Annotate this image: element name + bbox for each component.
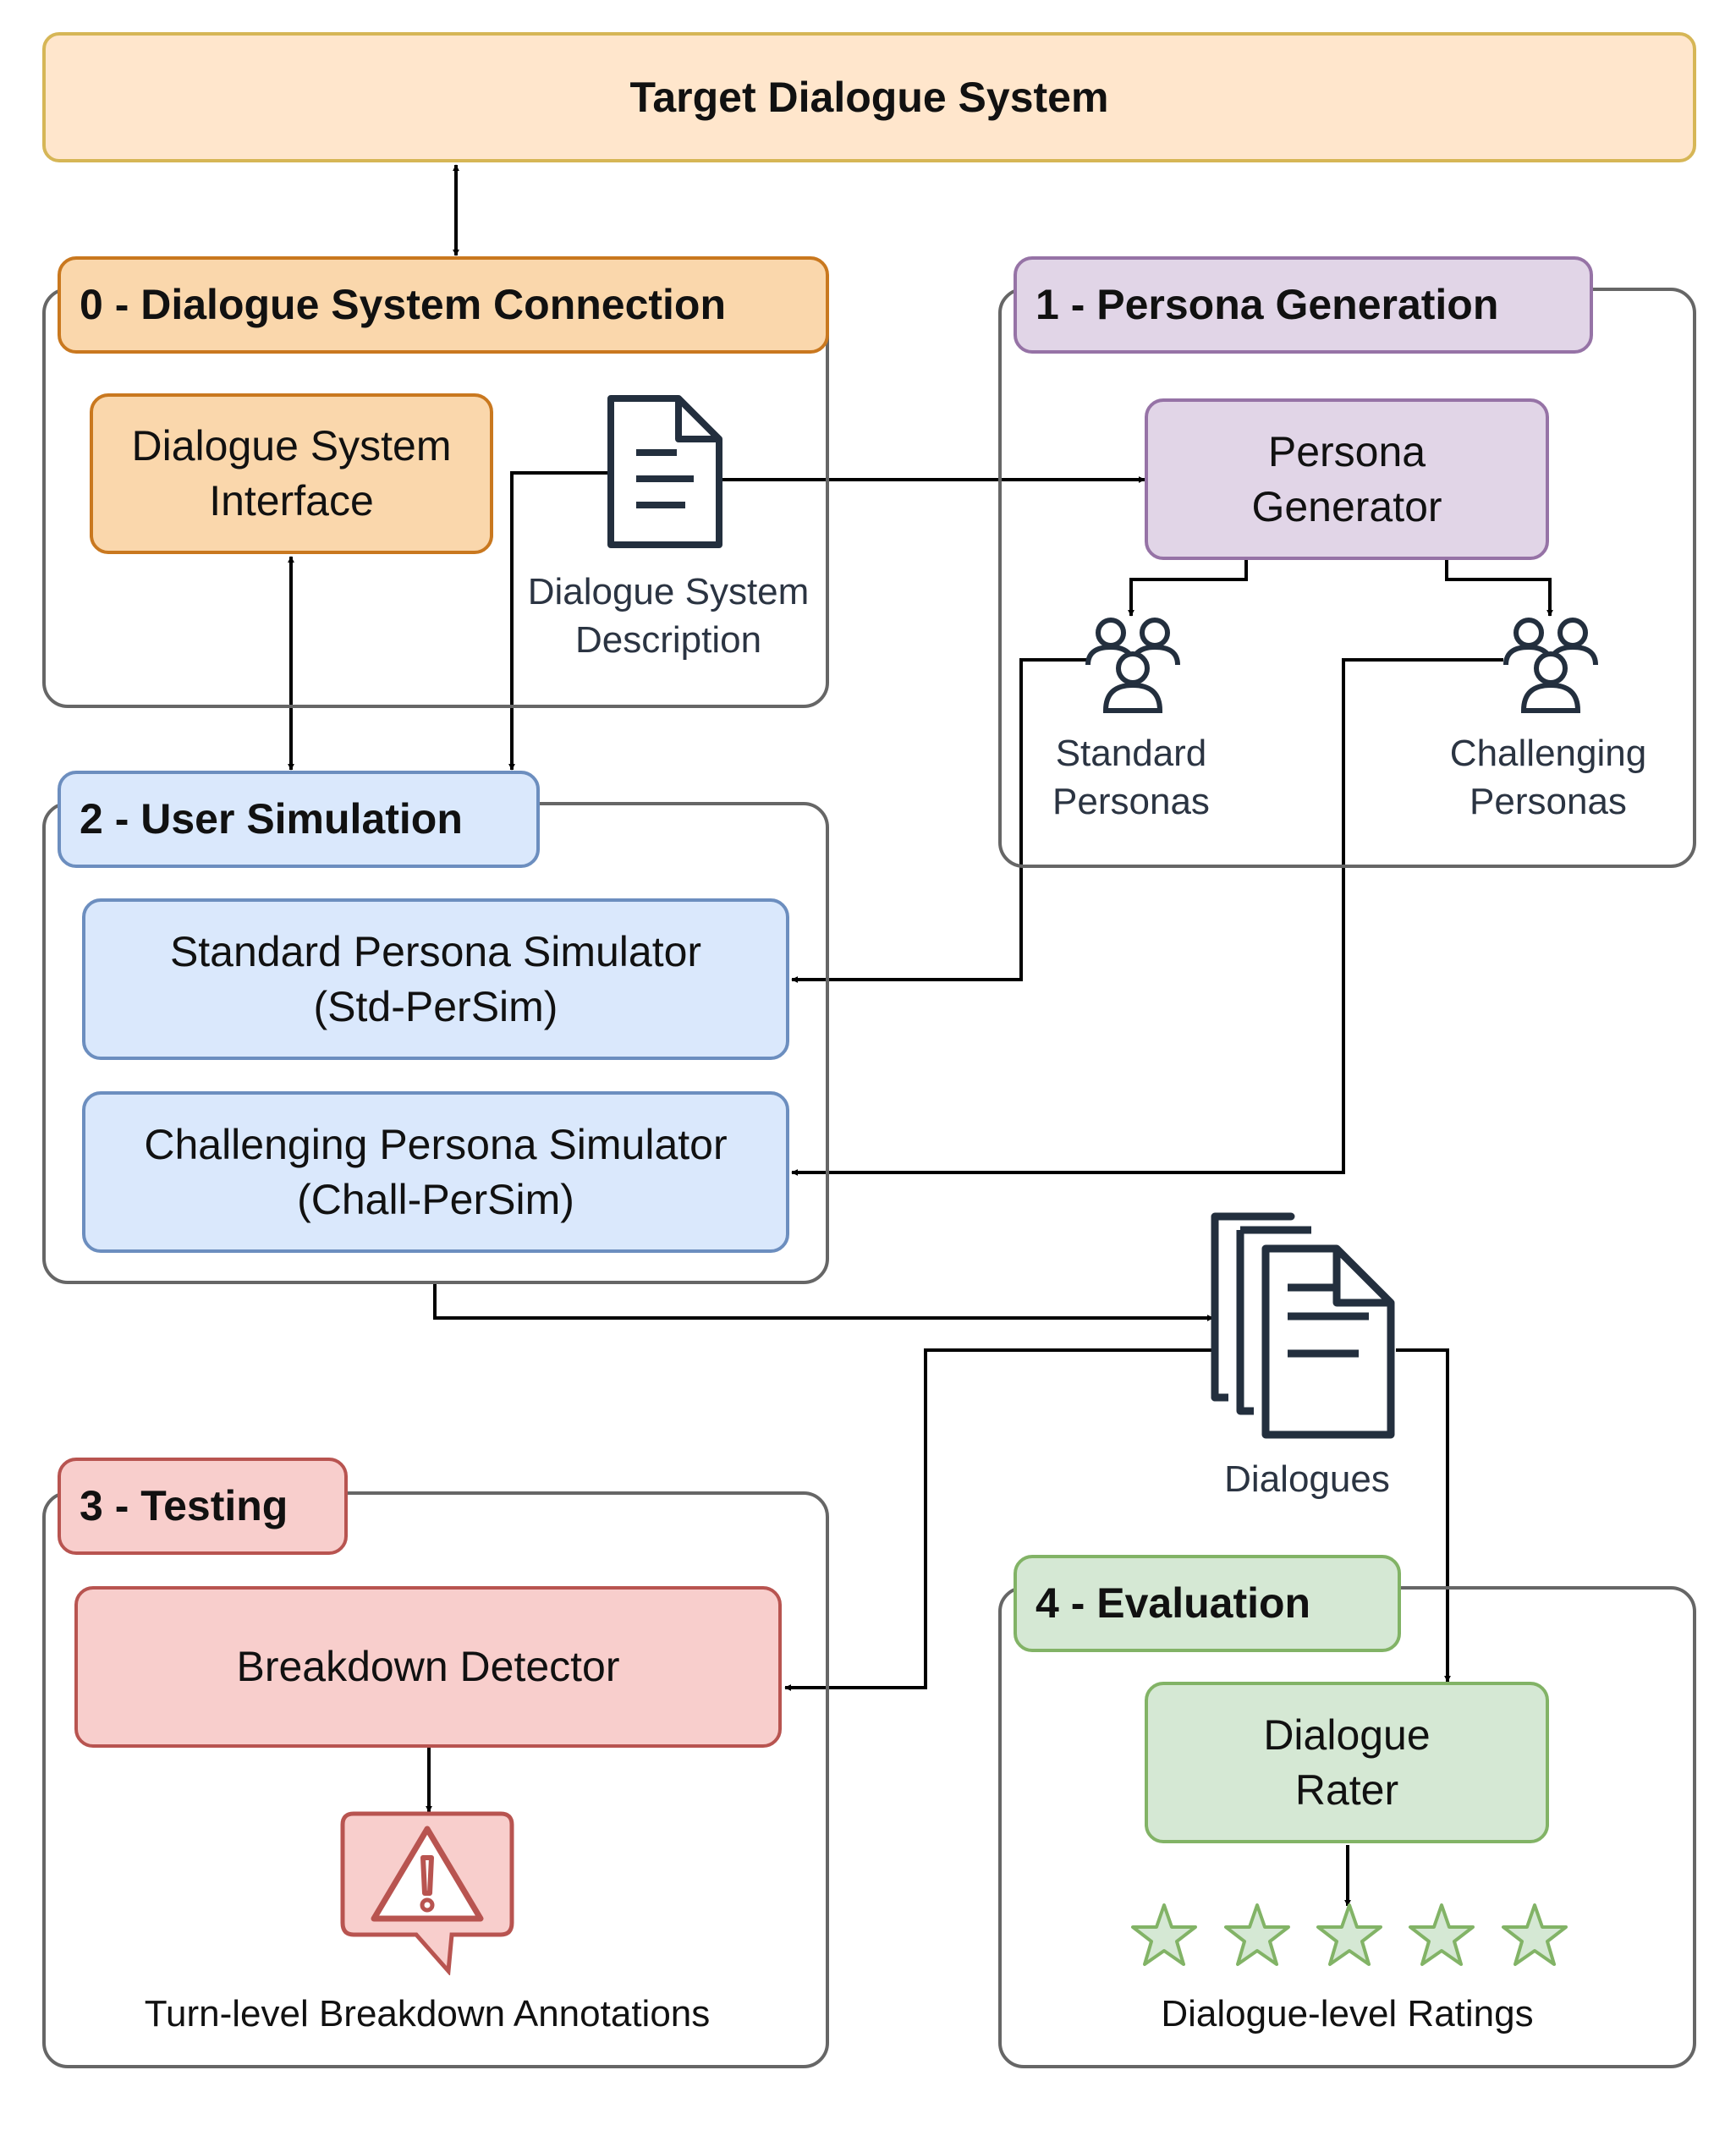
standard-persona-simulator: Standard Persona Simulator (Std-PerSim) <box>82 898 789 1060</box>
users-icon <box>1503 618 1598 713</box>
arrow-generator-challenging <box>1445 560 1553 617</box>
standard-personas-label: Standard Personas <box>1052 733 1210 823</box>
arrow-dialogues-rater <box>1396 1348 1451 1683</box>
challenging-personas-label: Challenging Personas <box>1449 733 1647 823</box>
connection-header: 0 - Dialogue System Connection <box>58 256 829 354</box>
persona-generator: Persona Generator <box>1145 398 1549 560</box>
star-icon <box>1316 1903 1382 1966</box>
user-simulation-header: 2 - User Simulation <box>58 771 540 868</box>
dialogue-rater: Dialogue Rater <box>1145 1682 1549 1843</box>
dialogue-system-interface: Dialogue System Interface <box>90 393 493 554</box>
target-dialogue-system: Target Dialogue System <box>42 32 1696 162</box>
breakdown-detector: Breakdown Detector <box>74 1586 782 1748</box>
std-sim-label: Standard Persona Simulator (Std-PerSim) <box>169 927 702 1030</box>
testing-frame <box>42 1491 829 2068</box>
star-icon <box>1502 1903 1568 1966</box>
rating-stars <box>1131 1903 1568 1966</box>
arrow-generator-standard <box>1128 560 1248 617</box>
arrow-usersim-dialogues <box>433 1284 1214 1321</box>
arrow-standard-stdsim <box>791 658 1087 983</box>
chall-sim-label: Challenging Persona Simulator (Chall-Per… <box>144 1120 728 1223</box>
rater-label: Dialogue Rater <box>1263 1710 1431 1814</box>
connection-header-label: 0 - Dialogue System Connection <box>80 281 727 328</box>
arrow-dialogues-detector <box>784 1348 1213 1691</box>
warning-icon <box>340 1811 514 1975</box>
documents-stack-icon <box>1211 1212 1395 1439</box>
description-label: Dialogue System Description <box>527 571 810 662</box>
persona-generation-header: 1 - Persona Generation <box>1014 256 1593 354</box>
target-label: Target Dialogue System <box>629 73 1109 121</box>
users-icon <box>1085 618 1180 713</box>
arrow-challenging-challsim <box>791 658 1503 1176</box>
document-icon <box>607 395 722 548</box>
persona-generation-header-label: 1 - Persona Generation <box>1036 281 1499 328</box>
ratings-label: Dialogue-level Ratings <box>1161 1993 1534 2034</box>
testing-header-label: 3 - Testing <box>80 1482 288 1529</box>
annotations-label: Turn-level Breakdown Annotations <box>144 1993 711 2034</box>
star-icon <box>1409 1903 1475 1966</box>
evaluation-header: 4 - Evaluation <box>1014 1555 1401 1652</box>
star-icon <box>1224 1903 1290 1966</box>
challenging-persona-simulator: Challenging Persona Simulator (Chall-Per… <box>82 1091 789 1253</box>
detector-label: Breakdown Detector <box>236 1643 620 1690</box>
arrow-description-usersim <box>508 471 609 771</box>
interface-label: Dialogue System Interface <box>131 422 452 524</box>
testing-header: 3 - Testing <box>58 1458 348 1555</box>
dialogues-label: Dialogues <box>1224 1458 1390 1500</box>
generator-label: Persona Generator <box>1251 427 1442 530</box>
evaluation-header-label: 4 - Evaluation <box>1036 1579 1311 1627</box>
star-icon <box>1131 1903 1197 1966</box>
user-simulation-header-label: 2 - User Simulation <box>80 795 463 843</box>
